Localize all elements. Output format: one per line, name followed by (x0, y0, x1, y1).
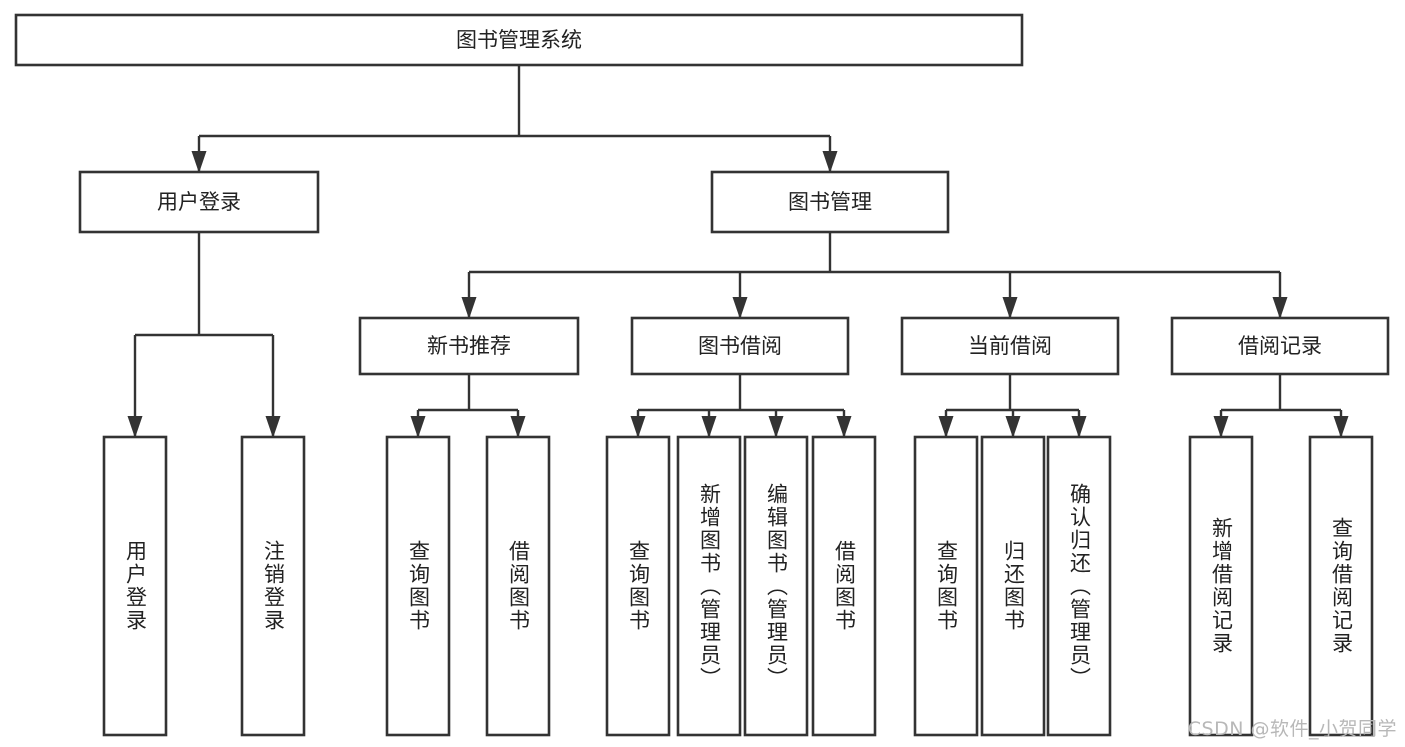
arrow-head (1213, 416, 1229, 438)
node-leaf-query-book-1[interactable] (385, 435, 451, 737)
node-box-layer (14, 13, 1390, 737)
arrow-head (1071, 416, 1087, 438)
node-box (743, 435, 809, 737)
node-box (485, 435, 551, 737)
node-leaf-query-book-2[interactable] (605, 435, 671, 737)
node-box (358, 316, 580, 376)
node-box (676, 435, 742, 737)
node-box (102, 435, 168, 737)
arrow-head (1002, 297, 1018, 319)
watermark-text: CSDN @软件_小贺同学 (1187, 718, 1397, 740)
node-book-borrow[interactable] (630, 316, 850, 376)
node-leaf-add-book[interactable] (676, 435, 742, 737)
node-box (1188, 435, 1254, 737)
node-leaf-query-book-3[interactable] (913, 435, 979, 737)
node-box (900, 316, 1120, 376)
node-leaf-add-record[interactable] (1188, 435, 1254, 737)
node-label-new-book-rec: 新书推荐 (427, 334, 511, 358)
node-new-book-rec[interactable] (358, 316, 580, 376)
node-leaf-return-book[interactable] (980, 435, 1046, 737)
arrow-head (1272, 297, 1288, 319)
arrow-head (127, 416, 143, 438)
arrow-head (461, 297, 477, 319)
node-leaf-borrow-book-2[interactable] (811, 435, 877, 737)
node-book-manage[interactable] (710, 170, 950, 234)
node-box (913, 435, 979, 737)
arrow-head (265, 416, 281, 438)
node-leaf-confirm-return[interactable] (1046, 435, 1112, 737)
node-label-user-login: 用户登录 (157, 190, 241, 214)
node-label-book-manage: 图书管理 (788, 190, 872, 214)
node-label-book-borrow: 图书借阅 (698, 334, 782, 358)
node-root[interactable] (14, 13, 1024, 67)
node-label-current-borrow: 当前借阅 (968, 334, 1052, 358)
node-current-borrow[interactable] (900, 316, 1120, 376)
node-leaf-borrow-book-1[interactable] (485, 435, 551, 737)
arrow-head (822, 151, 838, 173)
node-leaf-user-login[interactable] (102, 435, 168, 737)
node-leaf-logout[interactable] (240, 435, 306, 737)
node-box (710, 170, 950, 234)
arrow-head (1005, 416, 1021, 438)
node-box (980, 435, 1046, 737)
connector-layer (127, 65, 1349, 438)
node-borrow-record[interactable] (1170, 316, 1390, 376)
node-box (78, 170, 320, 234)
arrow-head (938, 416, 954, 438)
arrow-head (732, 297, 748, 319)
arrow-head (701, 416, 717, 438)
arrow-head (1333, 416, 1349, 438)
node-box (14, 13, 1024, 67)
arrow-head (410, 416, 426, 438)
node-label-root: 图书管理系统 (456, 28, 582, 52)
node-box (240, 435, 306, 737)
arrow-head (768, 416, 784, 438)
node-leaf-edit-book[interactable] (743, 435, 809, 737)
node-box (1170, 316, 1390, 376)
arrow-head (630, 416, 646, 438)
node-box (630, 316, 850, 376)
node-box (1046, 435, 1112, 737)
node-label-borrow-record: 借阅记录 (1238, 334, 1322, 358)
node-leaf-query-record[interactable] (1308, 435, 1374, 737)
node-box (811, 435, 877, 737)
arrow-head (510, 416, 526, 438)
arrow-head (836, 416, 852, 438)
node-box (385, 435, 451, 737)
node-user-login[interactable] (78, 170, 320, 234)
node-box (1308, 435, 1374, 737)
node-box (605, 435, 671, 737)
arrow-head (191, 151, 207, 173)
